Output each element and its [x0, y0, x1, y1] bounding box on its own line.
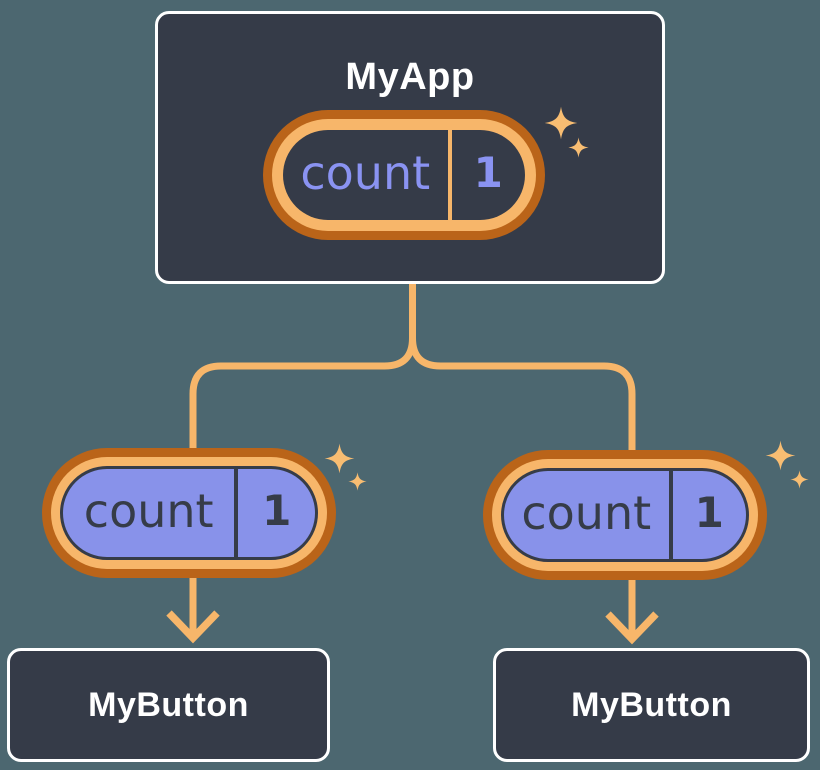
sparkle-icon	[348, 472, 367, 491]
branch-line-right	[409, 283, 636, 454]
root-state-pill: count 1	[283, 130, 525, 220]
arrow-down-icon-right	[605, 611, 659, 645]
left-child-state-pill: count 1	[60, 466, 318, 560]
state-value-cell: 1	[673, 471, 746, 559]
state-name-cell: count	[63, 469, 234, 557]
pill-divider	[234, 469, 239, 557]
sparkle-icon	[324, 443, 355, 474]
mybutton-label: MyButton	[88, 685, 249, 724]
branch-line-left	[189, 283, 416, 452]
state-name-label: count	[83, 484, 214, 538]
state-value-label: 1	[473, 148, 503, 197]
pill-divider	[447, 130, 452, 220]
right-child-state-pill: count 1	[501, 468, 749, 562]
mybutton-node-right: MyButton	[493, 648, 810, 762]
state-value-cell: 1	[452, 130, 525, 220]
arrow-down-icon-left	[166, 610, 220, 644]
myapp-label: MyApp	[345, 56, 475, 98]
pill-divider	[668, 471, 673, 559]
mybutton-label: MyButton	[571, 685, 732, 724]
sparkle-icon	[790, 470, 809, 489]
mybutton-node-left: MyButton	[7, 648, 330, 762]
state-name-label: count	[521, 486, 652, 540]
state-value-cell: 1	[238, 469, 315, 557]
state-name-cell: count	[283, 130, 448, 220]
state-value-label: 1	[694, 488, 724, 537]
state-name-label: count	[300, 146, 431, 200]
sparkle-icon	[765, 440, 796, 471]
state-value-label: 1	[262, 486, 292, 535]
state-name-cell: count	[504, 471, 669, 559]
